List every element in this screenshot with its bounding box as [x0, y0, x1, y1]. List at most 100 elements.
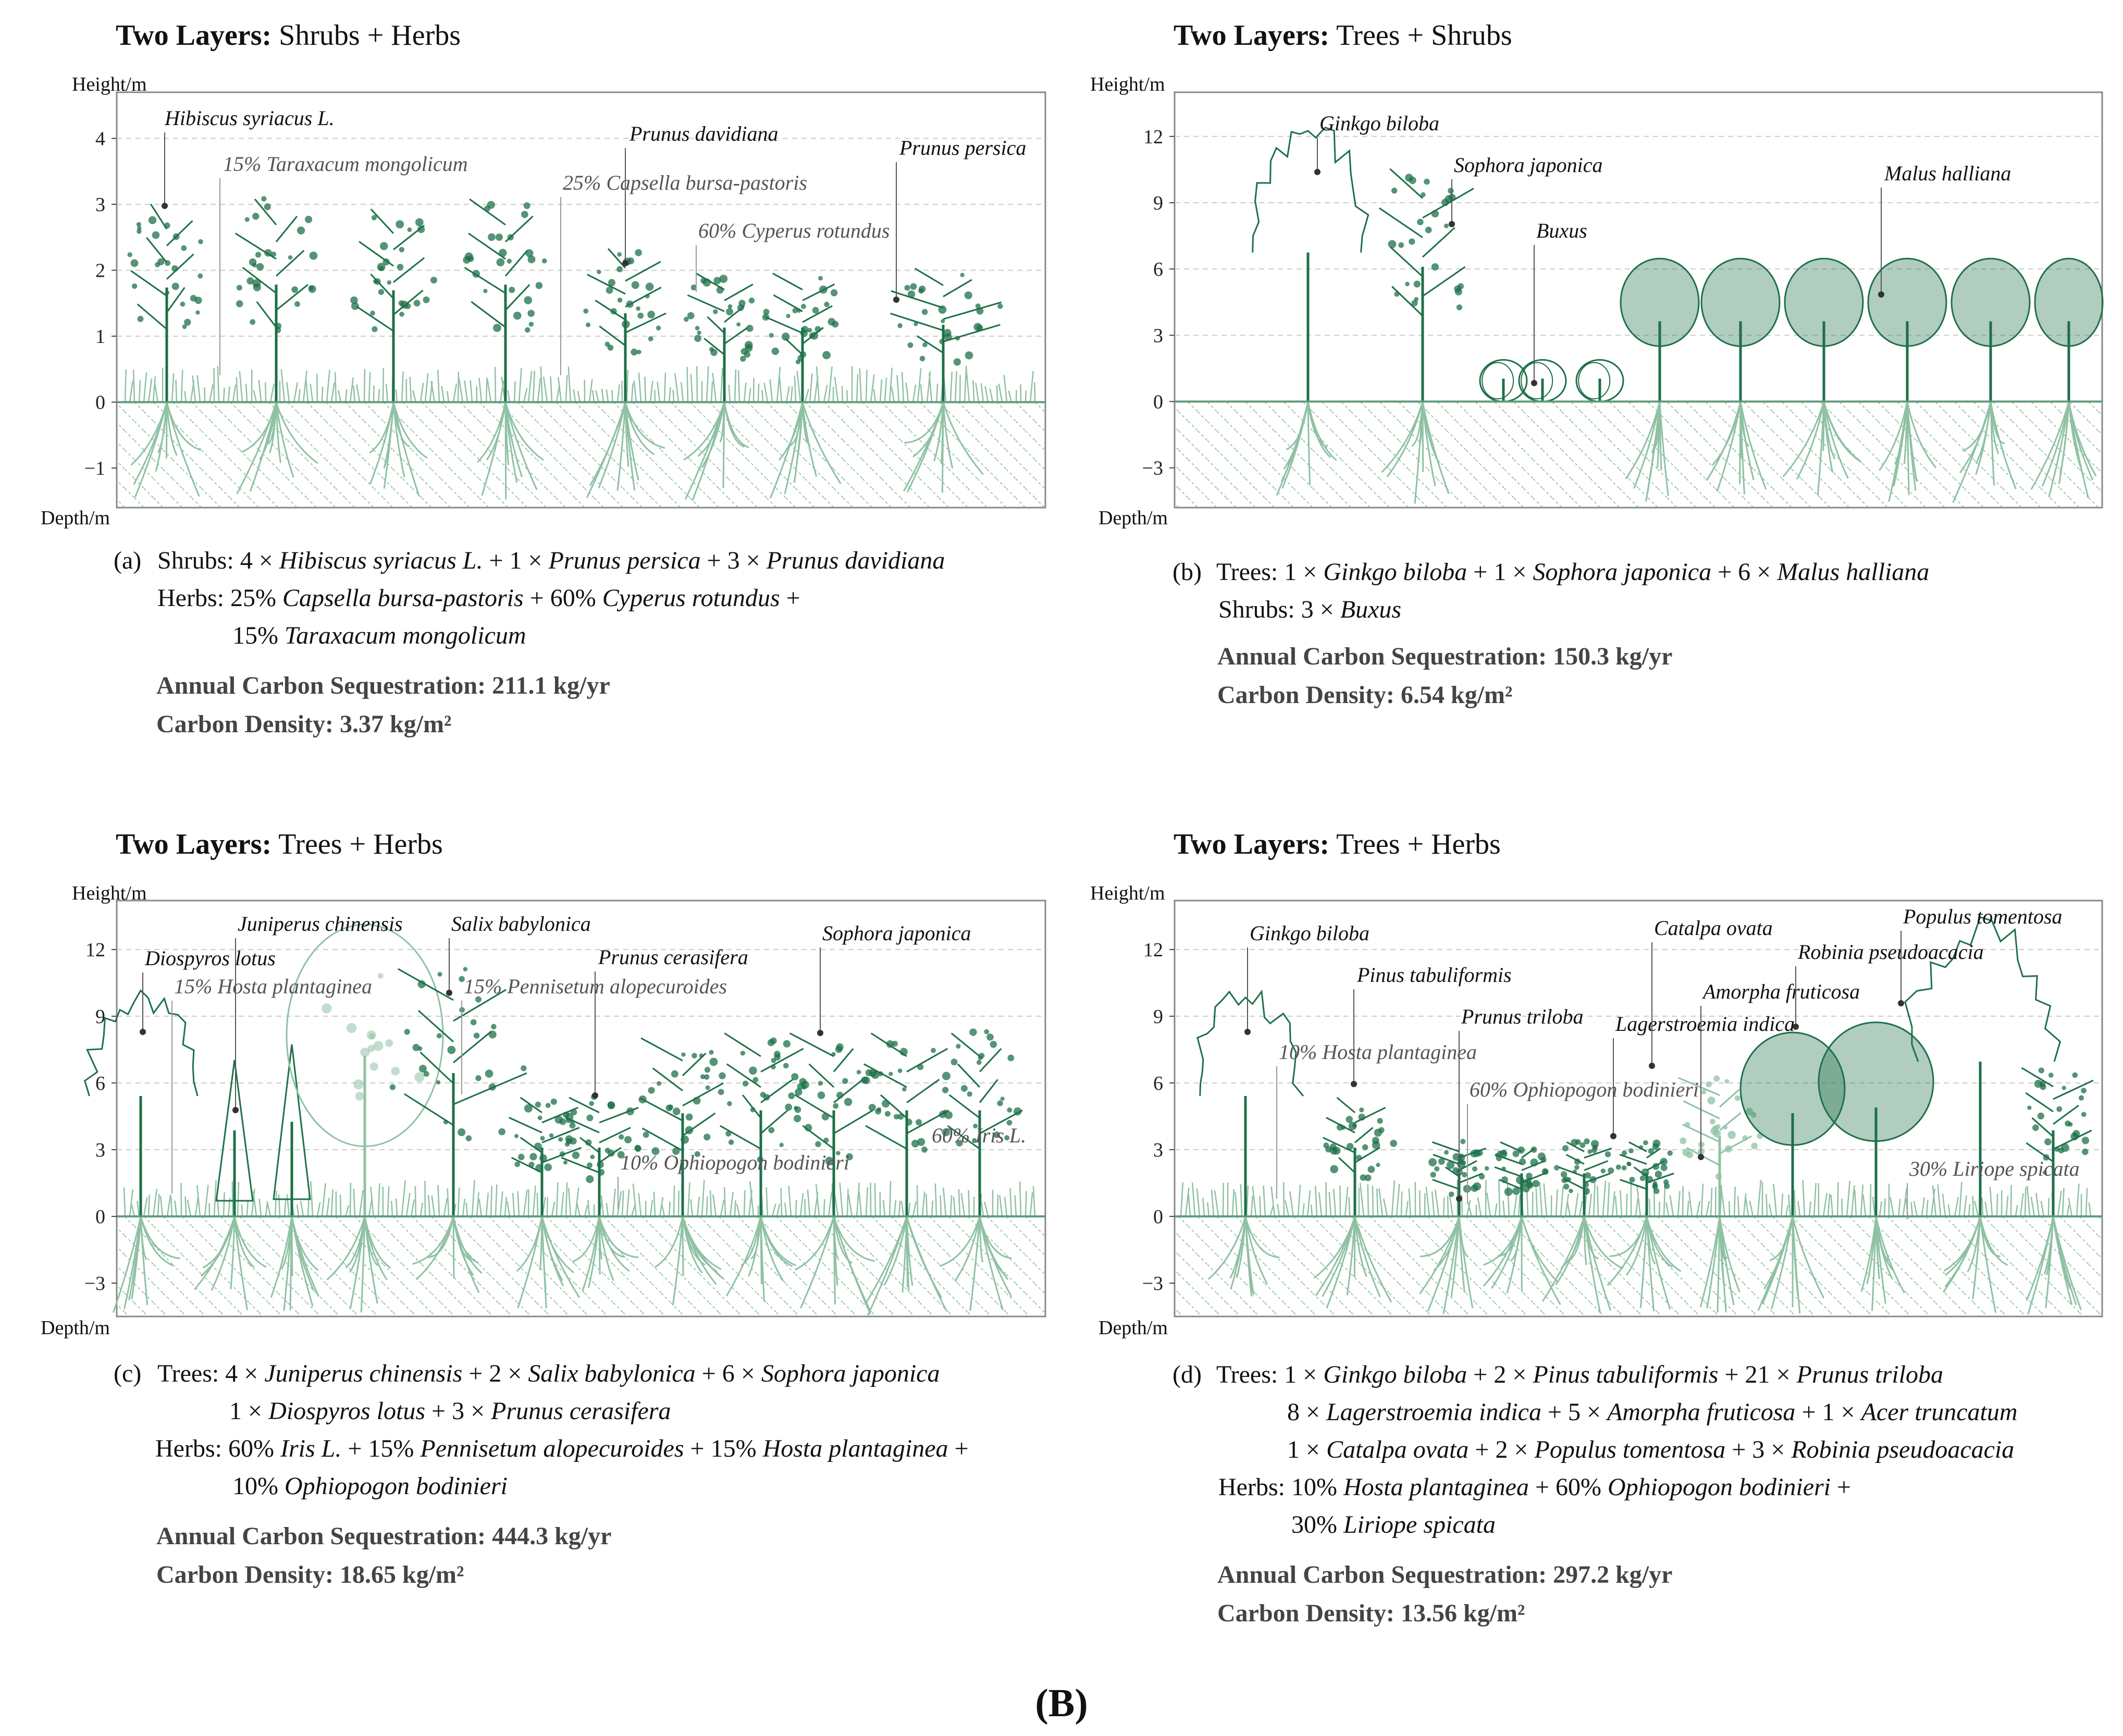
leaf [2039, 1067, 2044, 1073]
leaf [1362, 1144, 1368, 1150]
leaf [1444, 1150, 1449, 1155]
species-name: Hosta plantaginea [1343, 1473, 1529, 1501]
leaf [1686, 1151, 1693, 1158]
species-name: Populus tomentosa [1535, 1436, 1726, 1463]
species-label: Amorpha fruticosa [1701, 980, 1860, 1003]
leaf [1725, 1145, 1732, 1152]
leaf [1496, 1155, 1502, 1161]
leaf [1470, 1150, 1478, 1158]
grass-blade [1626, 1193, 1627, 1216]
leaf [1430, 1172, 1436, 1177]
leaf [1574, 1165, 1579, 1170]
leaf [1347, 1143, 1353, 1150]
leaf [1462, 1172, 1467, 1177]
soil-layer [1175, 1216, 2102, 1316]
figure-label: (B) [0, 1681, 2123, 1726]
leaf [1472, 1166, 1477, 1172]
annual-carbon-sequestration: Annual Carbon Sequestration: 297.2 kg/yr [1217, 1556, 1672, 1594]
leaf [1641, 1168, 1649, 1176]
leaf [1585, 1172, 1591, 1178]
herb-label: 60% Ophiopogon bodinieri [1470, 1078, 1699, 1101]
leaf [2070, 1132, 2078, 1140]
species-label: Prunus triloba [1461, 1005, 1583, 1028]
leaf [1591, 1140, 1599, 1148]
caption-text: + 1 × [1795, 1398, 1861, 1426]
species-name: Pinus tabuliformis [1533, 1361, 1718, 1388]
label-dot [1793, 1024, 1799, 1030]
species-name: Liriope spicata [1343, 1511, 1496, 1538]
grass-blade [1734, 1187, 1735, 1216]
leaf [1532, 1180, 1539, 1187]
label-dot [1456, 1196, 1462, 1202]
label-dot [1898, 1000, 1904, 1006]
species-label: Catalpa ovata [1654, 916, 1773, 940]
caption-line: Trees: 1 × Ginkgo biloba + 2 × Pinus tab… [1216, 1356, 1943, 1394]
y-tick-label: −3 [1142, 1273, 1163, 1295]
species-label: Lagerstroemia indica [1615, 1012, 1795, 1036]
leaf [1561, 1171, 1567, 1177]
caption-line: 8 × Lagerstroemia indica + 5 × Amorpha f… [1287, 1394, 2018, 1431]
leaf [1352, 1123, 1356, 1127]
leaf [1629, 1177, 1635, 1183]
leaf [1479, 1174, 1485, 1180]
leaf [1628, 1148, 1634, 1153]
leaf [1359, 1107, 1364, 1112]
leaf [2082, 1149, 2089, 1155]
grass-blade [1349, 1197, 1350, 1216]
leaf [1538, 1152, 1546, 1160]
leaf [1660, 1158, 1668, 1165]
leaf [1434, 1166, 1439, 1172]
leaf [1374, 1129, 1382, 1137]
grass-blade [1837, 1182, 1838, 1216]
caption-text: + 2 × [1467, 1361, 1533, 1388]
species-name: Acer truncatum [1861, 1398, 2018, 1426]
leaf [2054, 1147, 2059, 1152]
species-label: Populus tomentosa [1903, 905, 2063, 928]
caption-text: + 60% [1529, 1473, 1608, 1501]
leaf [1706, 1081, 1712, 1088]
species-name: Catalpa ovata [1326, 1436, 1468, 1463]
species-label: Pinus tabuliformis [1356, 963, 1512, 987]
species-name: Prunus triloba [1797, 1361, 1943, 1388]
grass-blade [1260, 1196, 1261, 1216]
label-dot [1649, 1063, 1655, 1069]
leaf [1713, 1076, 1720, 1082]
species-name: Amorpha fruticosa [1607, 1398, 1795, 1426]
leaf [1530, 1159, 1538, 1166]
leaf [1562, 1145, 1569, 1151]
caption-text: + 5 × [1541, 1398, 1607, 1426]
y-tick-label: 12 [1143, 939, 1163, 961]
herb-label: 10% Hosta plantaginea [1279, 1040, 1477, 1064]
label-dot [1610, 1133, 1616, 1139]
leaf [1668, 1150, 1673, 1155]
label-dot [1351, 1081, 1357, 1087]
leaf [1554, 1165, 1559, 1170]
leaf [1356, 1155, 1362, 1161]
leaf [1655, 1171, 1662, 1178]
grass-blade [1766, 1194, 1767, 1216]
species-label: Ginkgo biloba [1250, 921, 1369, 945]
grass-blade [1377, 1189, 1378, 1216]
leaf [1485, 1166, 1489, 1171]
caption-text: 8 × [1287, 1398, 1326, 1426]
leaf [1519, 1159, 1526, 1165]
leaf [1567, 1177, 1571, 1181]
grass-blade [1884, 1198, 1885, 1216]
leaf [1377, 1118, 1383, 1124]
leaf [1584, 1138, 1590, 1144]
grass-blade [1223, 1183, 1224, 1216]
leaf [1663, 1179, 1669, 1185]
leaf [2040, 1081, 2046, 1087]
leaf [1685, 1122, 1690, 1128]
herb-label: 30% Liriope spicata [1909, 1157, 2080, 1180]
leaf [2068, 1122, 2073, 1127]
species-name: Robinia pseudoacacia [1791, 1436, 2014, 1463]
caption-text: + 2 × [1468, 1436, 1534, 1463]
leaf [1428, 1158, 1437, 1166]
leaf [2048, 1073, 2054, 1078]
leaf [1646, 1176, 1653, 1183]
leaf [1640, 1176, 1646, 1181]
y-tick-label: 6 [1153, 1073, 1163, 1094]
leaf [1569, 1189, 1573, 1193]
leaf [1639, 1145, 1644, 1150]
